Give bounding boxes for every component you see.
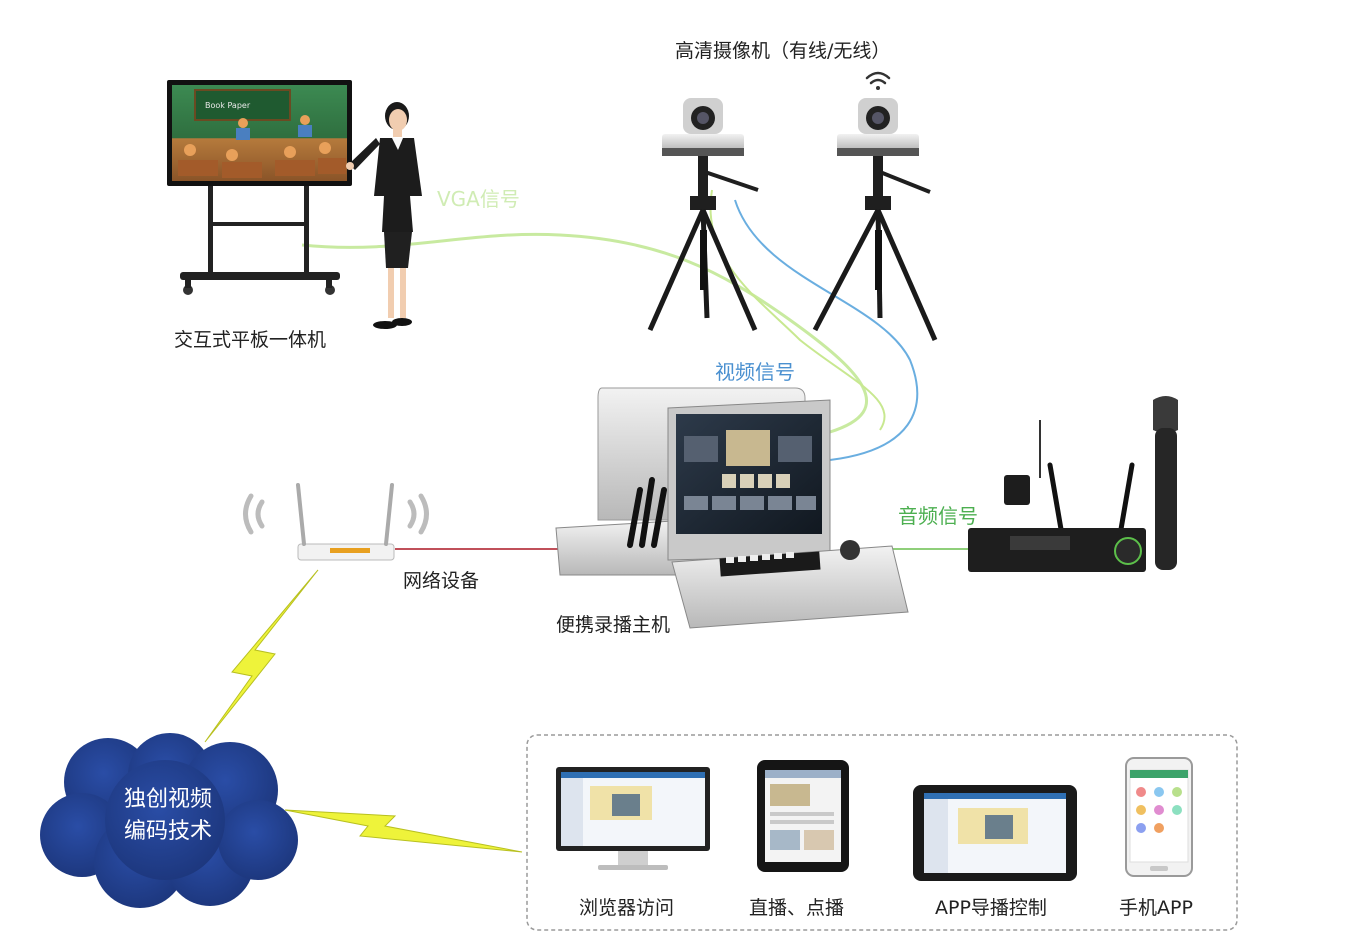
lightning-bolt-router [204, 569, 319, 743]
cloud-line-2: 编码技术 [123, 819, 212, 844]
camera-wired [647, 98, 759, 332]
host-label: 便携录播主机 [556, 614, 671, 636]
client-label-live: 直播、点播 [749, 897, 845, 919]
teacher-figure [346, 102, 422, 329]
clients-box [526, 734, 1238, 931]
client-label-browser: 浏览器访问 [579, 897, 675, 919]
desktop-monitor-icon [556, 767, 710, 870]
network-label: 网络设备 [403, 570, 480, 592]
cameras-title-label: 高清摄像机（有线/无线） [675, 40, 891, 62]
camera-wireless [812, 98, 938, 342]
board-label: 交互式平板一体机 [174, 329, 327, 351]
video-cable-2 [734, 199, 919, 461]
smartphone-icon [1125, 757, 1193, 877]
cloud-line-1: 独创视频 [123, 787, 212, 812]
router-signal-left-icon [243, 493, 265, 535]
vga-cable [301, 232, 868, 434]
interactive-board: Book Paper [167, 80, 352, 295]
cloud-text: 独创视频 编码技术 [108, 784, 228, 848]
client-label-app-control: APP导播控制 [935, 897, 1047, 919]
lightning-bolt-clients [284, 809, 523, 853]
wifi-icon [865, 71, 891, 90]
cloud-shape [40, 733, 298, 908]
audio-signal-label: 音频信号 [898, 504, 978, 528]
video-signal-label: 视频信号 [715, 360, 795, 384]
vga-signal-label: VGA信号 [437, 187, 520, 211]
tablet-icon [757, 760, 849, 872]
portable-recording-host [555, 387, 909, 629]
router [243, 483, 429, 561]
wireless-mic-system [968, 396, 1178, 572]
landscape-tablet-icon [913, 785, 1077, 881]
svg-text:Book Paper: Book Paper [205, 101, 251, 110]
router-signal-right-icon [407, 493, 429, 535]
client-label-mobile-app: 手机APP [1119, 897, 1193, 919]
